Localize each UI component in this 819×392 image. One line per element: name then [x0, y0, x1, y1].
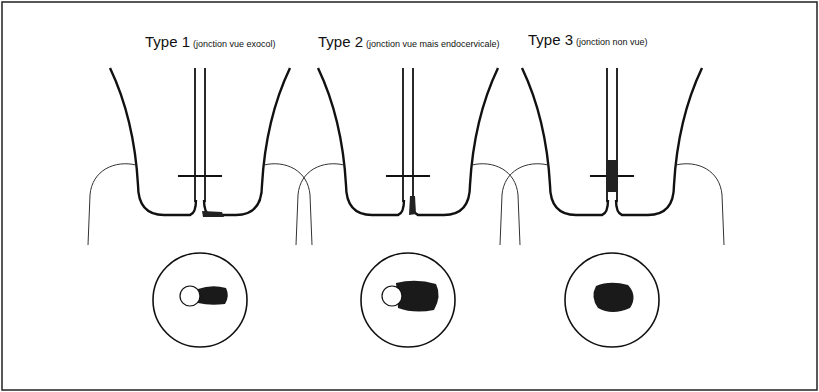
cervix-figure — [88, 68, 312, 347]
transformation-zone — [409, 196, 416, 215]
vaginal-wall — [88, 164, 312, 245]
exocervix-view — [361, 253, 455, 347]
transformation-zone — [593, 283, 633, 312]
transformation-zone — [606, 160, 618, 192]
canal-wall — [402, 68, 404, 202]
cervix-outline — [110, 68, 290, 215]
type-label: Type 2 — [318, 33, 363, 50]
type-title: Type 3(jonction non vue) — [528, 31, 648, 49]
exocervix-view — [153, 253, 247, 347]
transformation-zone — [202, 211, 224, 217]
canal-wall — [194, 68, 196, 202]
type-note: (jonction vue exocol) — [193, 39, 276, 49]
type-note: (jonction non vue) — [576, 37, 648, 47]
type-label: Type 1 — [145, 33, 190, 50]
cervix-outline — [318, 68, 498, 215]
exocervix-view — [565, 253, 659, 347]
external-os — [180, 286, 200, 306]
cervix-outline — [522, 68, 702, 215]
type-title: Type 2(jonction vue mais endocervicale) — [318, 33, 500, 51]
transformation-zone — [198, 286, 228, 305]
external-os — [382, 286, 402, 306]
type-title: Type 1(jonction vue exocol) — [145, 33, 276, 51]
cervix-figure — [296, 68, 520, 347]
vaginal-wall — [296, 164, 520, 245]
canal-wall — [204, 68, 206, 202]
type-label: Type 3 — [528, 31, 573, 48]
cross-mark — [178, 175, 222, 177]
cervix-panels — [88, 68, 724, 347]
canal-wall — [412, 68, 414, 202]
cervix-figure — [500, 68, 724, 347]
type-note: (jonction vue mais endocervicale) — [366, 39, 500, 49]
cross-mark — [386, 175, 430, 177]
